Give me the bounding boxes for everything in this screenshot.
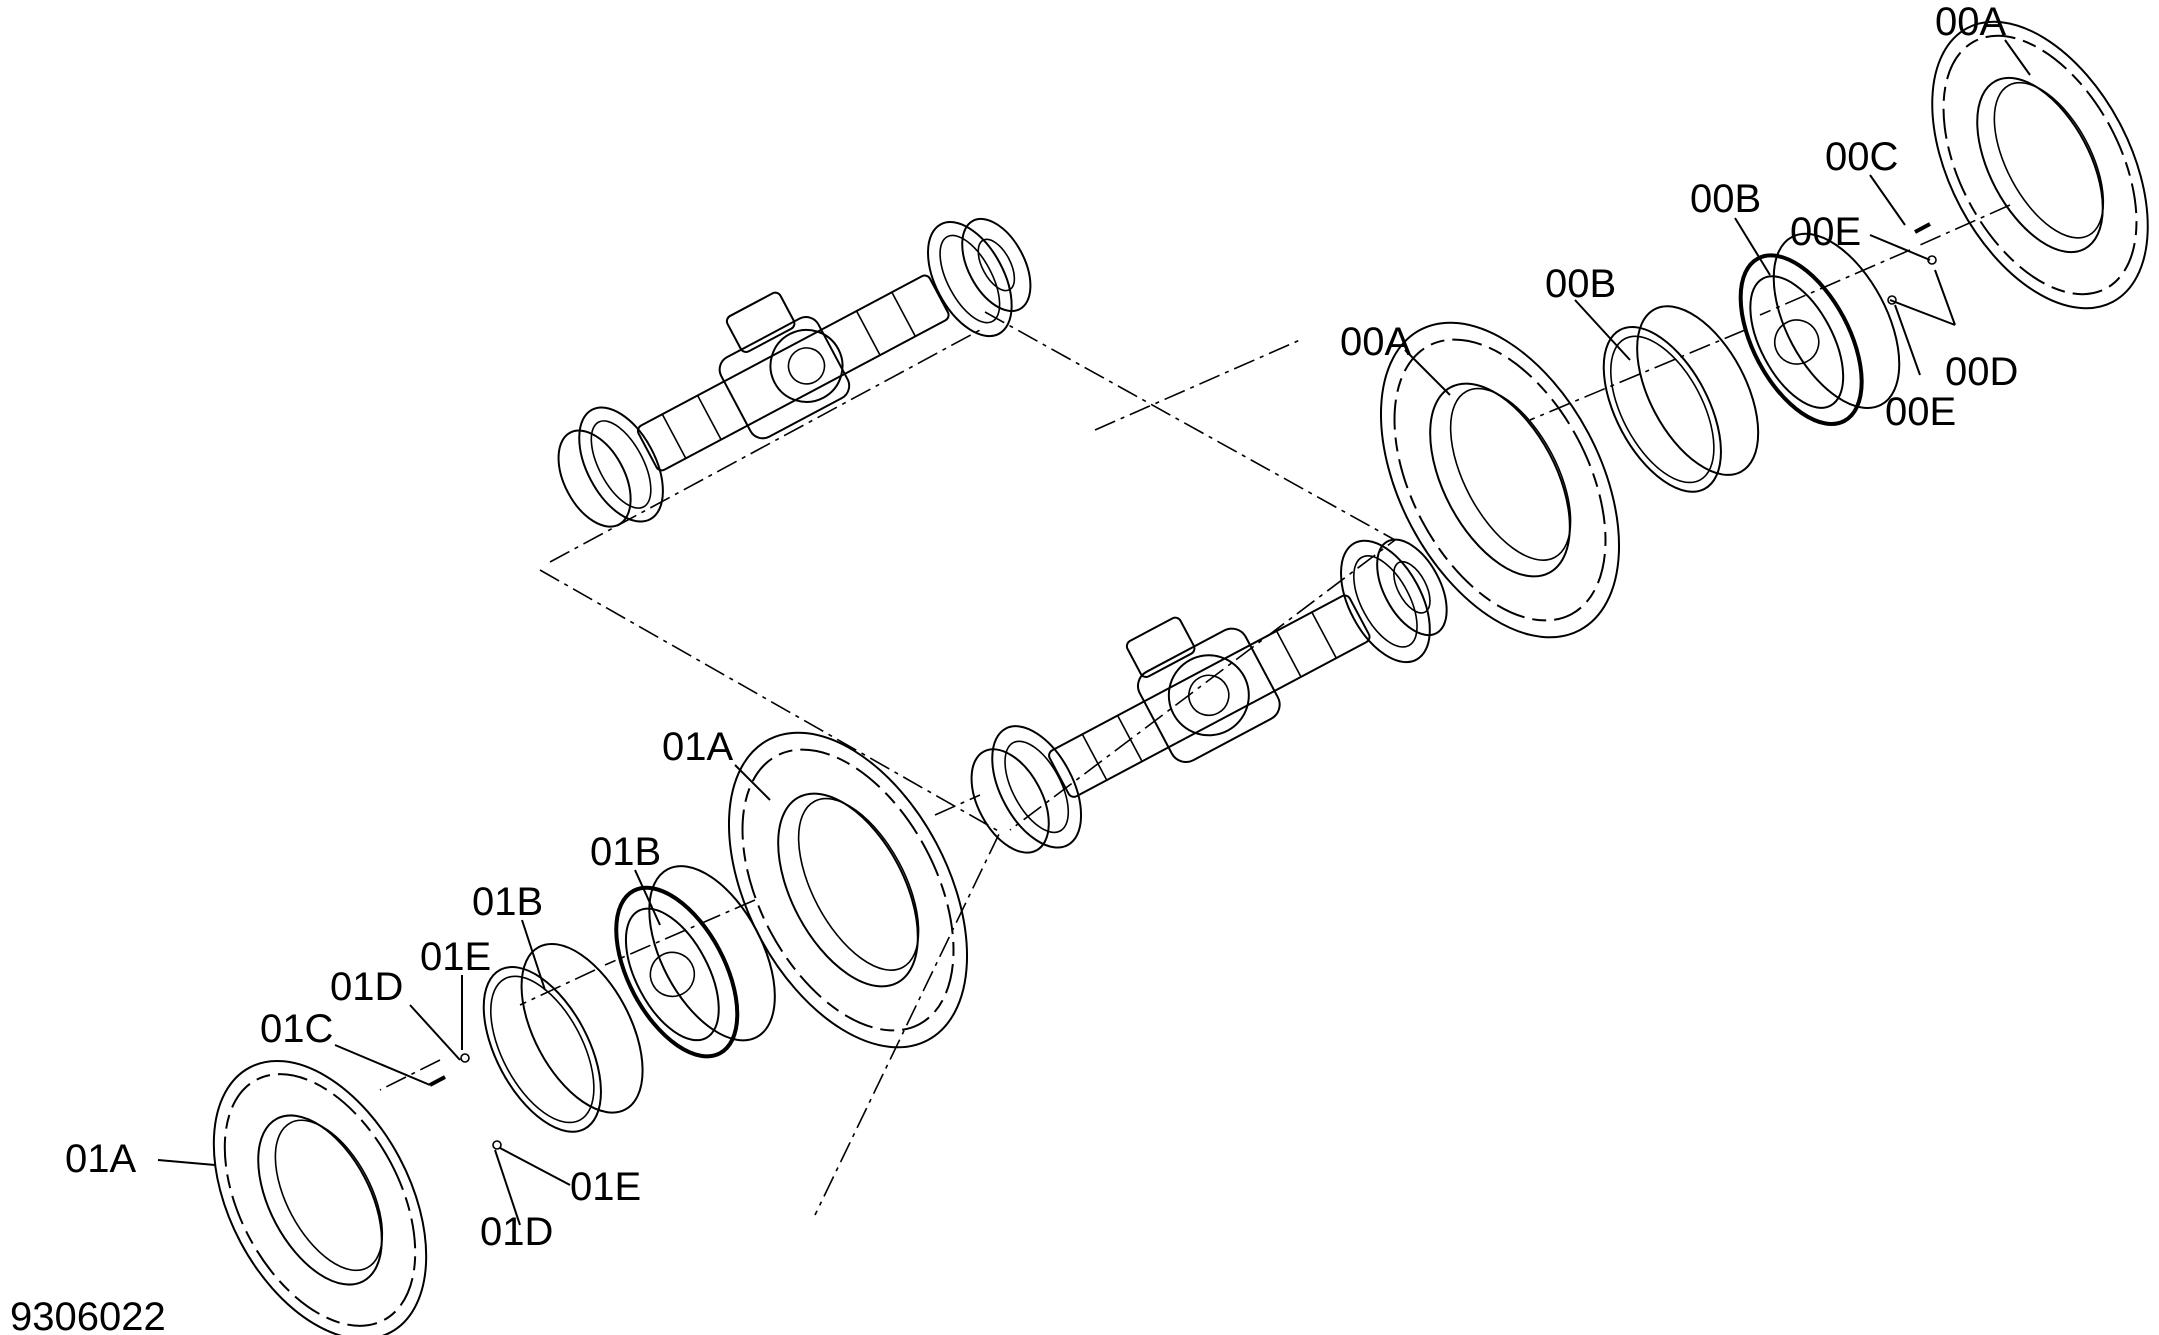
label-01a-lower: 01A: [65, 1137, 136, 1181]
label-01c: 01C: [260, 1007, 333, 1051]
drawing-number: 9306022: [10, 1295, 166, 1335]
label-00e-bottom: 00E: [1885, 390, 1956, 434]
rim-00b-right: [1738, 232, 1901, 426]
tire-01a-lower: [212, 1059, 428, 1335]
label-00e-top: 00E: [1790, 210, 1861, 254]
label-00b-left: 00B: [1545, 262, 1616, 306]
label-00a-middle: 00A: [1340, 320, 1411, 364]
label-01d-top: 01D: [330, 965, 403, 1009]
label-01e-bottom: 01E: [570, 1165, 641, 1209]
tire-00a-middle: [1379, 321, 1621, 639]
tire-00a-top: [1931, 20, 2149, 310]
valve-hardware: [429, 222, 1937, 1150]
label-01b-right: 01B: [590, 830, 661, 874]
front-axle-assembly: [970, 538, 1448, 854]
label-01d-bottom: 01D: [480, 1210, 553, 1254]
label-01e-top: 01E: [420, 935, 491, 979]
rim-01b-right: [614, 865, 776, 1059]
label-01a-upper: 01A: [662, 725, 733, 769]
rim-00b-left: [1602, 305, 1760, 493]
label-00b-right: 00B: [1690, 177, 1761, 221]
leader-lines: [157, 39, 2031, 1226]
label-00c: 00C: [1825, 135, 1898, 179]
rim-01b-left: [482, 942, 644, 1133]
callout-labels: 00A 00C 00B 00E 00B 00A 00D 00E 01A 01B …: [65, 0, 2018, 1254]
rear-axle-assembly: [557, 217, 1032, 528]
label-00a-top: 00A: [1935, 0, 2006, 44]
label-01b-left: 01B: [472, 880, 543, 924]
label-00d: 00D: [1945, 350, 2018, 394]
